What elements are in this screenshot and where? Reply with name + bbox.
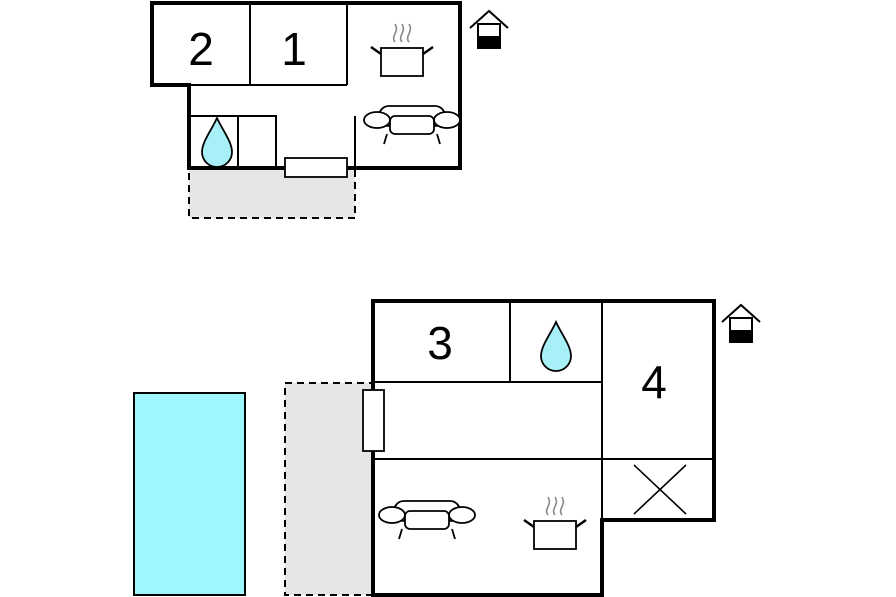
upper-walls bbox=[150, 1, 462, 170]
sofa-icon bbox=[378, 500, 476, 540]
room-label-bedroom-2: 2 bbox=[188, 23, 214, 75]
bathroom-drop-icon bbox=[540, 321, 572, 372]
lower-unit: 3 4 bbox=[133, 299, 761, 597]
room-label-bedroom-4: 4 bbox=[641, 356, 667, 408]
home-entrance-icon bbox=[721, 304, 761, 343]
kitchen-pot-icon bbox=[369, 22, 435, 78]
bathroom-drop-icon bbox=[201, 117, 233, 168]
swimming-pool bbox=[133, 392, 246, 596]
sofa-icon bbox=[363, 105, 461, 145]
lower-terrace bbox=[284, 382, 374, 596]
lower-window bbox=[362, 389, 385, 452]
upper-window bbox=[284, 157, 348, 178]
room-label-bedroom-1: 1 bbox=[281, 23, 307, 75]
room-label-bedroom-3: 3 bbox=[427, 317, 453, 369]
home-entrance-icon bbox=[469, 10, 509, 49]
kitchen-pot-icon bbox=[522, 495, 588, 551]
upper-unit: 2 1 bbox=[150, 1, 509, 219]
